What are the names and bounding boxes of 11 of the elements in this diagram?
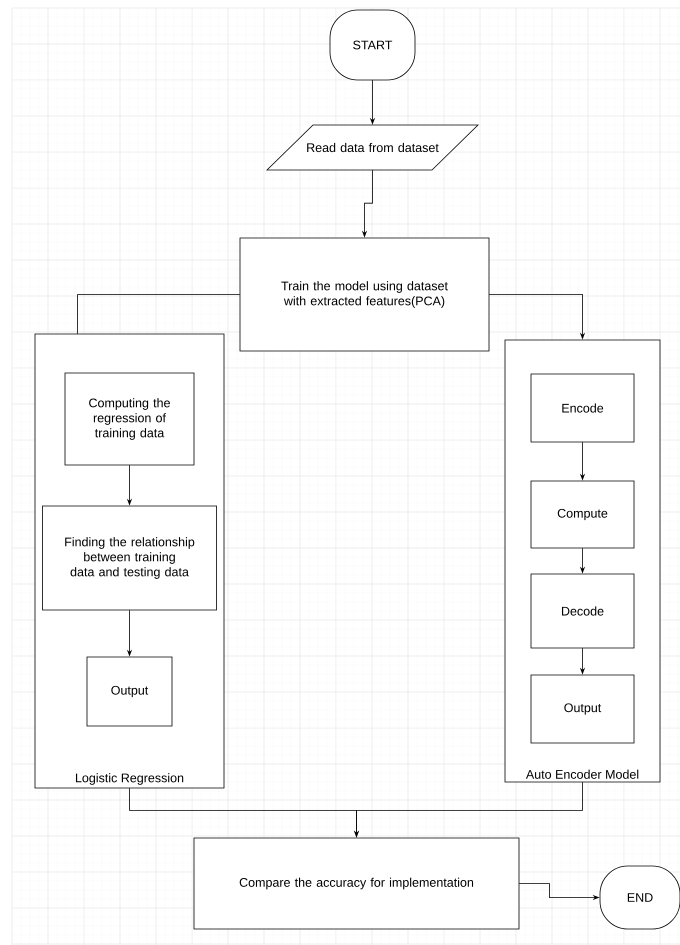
process-box: Finding the relationship between training data and testing data <box>42 506 217 610</box>
node-label: END <box>628 893 653 902</box>
process-box: Encode <box>530 374 634 442</box>
process-box: Compute <box>530 480 634 548</box>
process-box: Compare the accuracy for implementation <box>194 838 520 930</box>
process-box: Decode <box>530 574 634 648</box>
process-box: Output <box>530 674 634 744</box>
terminal-oval: END <box>600 866 680 930</box>
process-box: Output <box>86 656 172 726</box>
process-box: Computing the regression of training data <box>64 372 194 466</box>
process-box: Train the model using dataset with extracted features(PCA) <box>240 238 490 352</box>
